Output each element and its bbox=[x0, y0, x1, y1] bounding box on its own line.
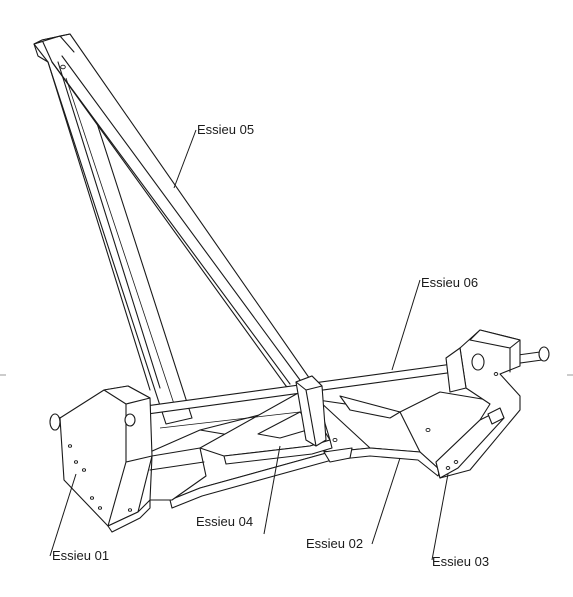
label-essieu-05: Essieu 05 bbox=[197, 122, 254, 137]
leader-essieu-02 bbox=[371, 457, 401, 545]
label-essieu-01: Essieu 01 bbox=[52, 548, 109, 563]
diagonal-mast bbox=[33, 33, 313, 425]
leader-essieu-05 bbox=[173, 129, 197, 189]
leader-essieu-03 bbox=[431, 473, 449, 561]
label-essieu-04: Essieu 04 bbox=[196, 514, 253, 529]
label-essieu-03: Essieu 03 bbox=[432, 554, 489, 569]
right-block bbox=[435, 329, 521, 479]
leader-essieu-04 bbox=[263, 445, 281, 535]
leader-essieu-06 bbox=[391, 279, 421, 371]
label-essieu-06: Essieu 06 bbox=[421, 275, 478, 290]
central-post bbox=[295, 375, 327, 447]
left-block bbox=[59, 385, 207, 533]
label-essieu-02: Essieu 02 bbox=[306, 536, 363, 551]
leader-essieu-01 bbox=[49, 473, 77, 557]
triangular-brace bbox=[159, 391, 401, 465]
leader-lines bbox=[49, 129, 449, 561]
